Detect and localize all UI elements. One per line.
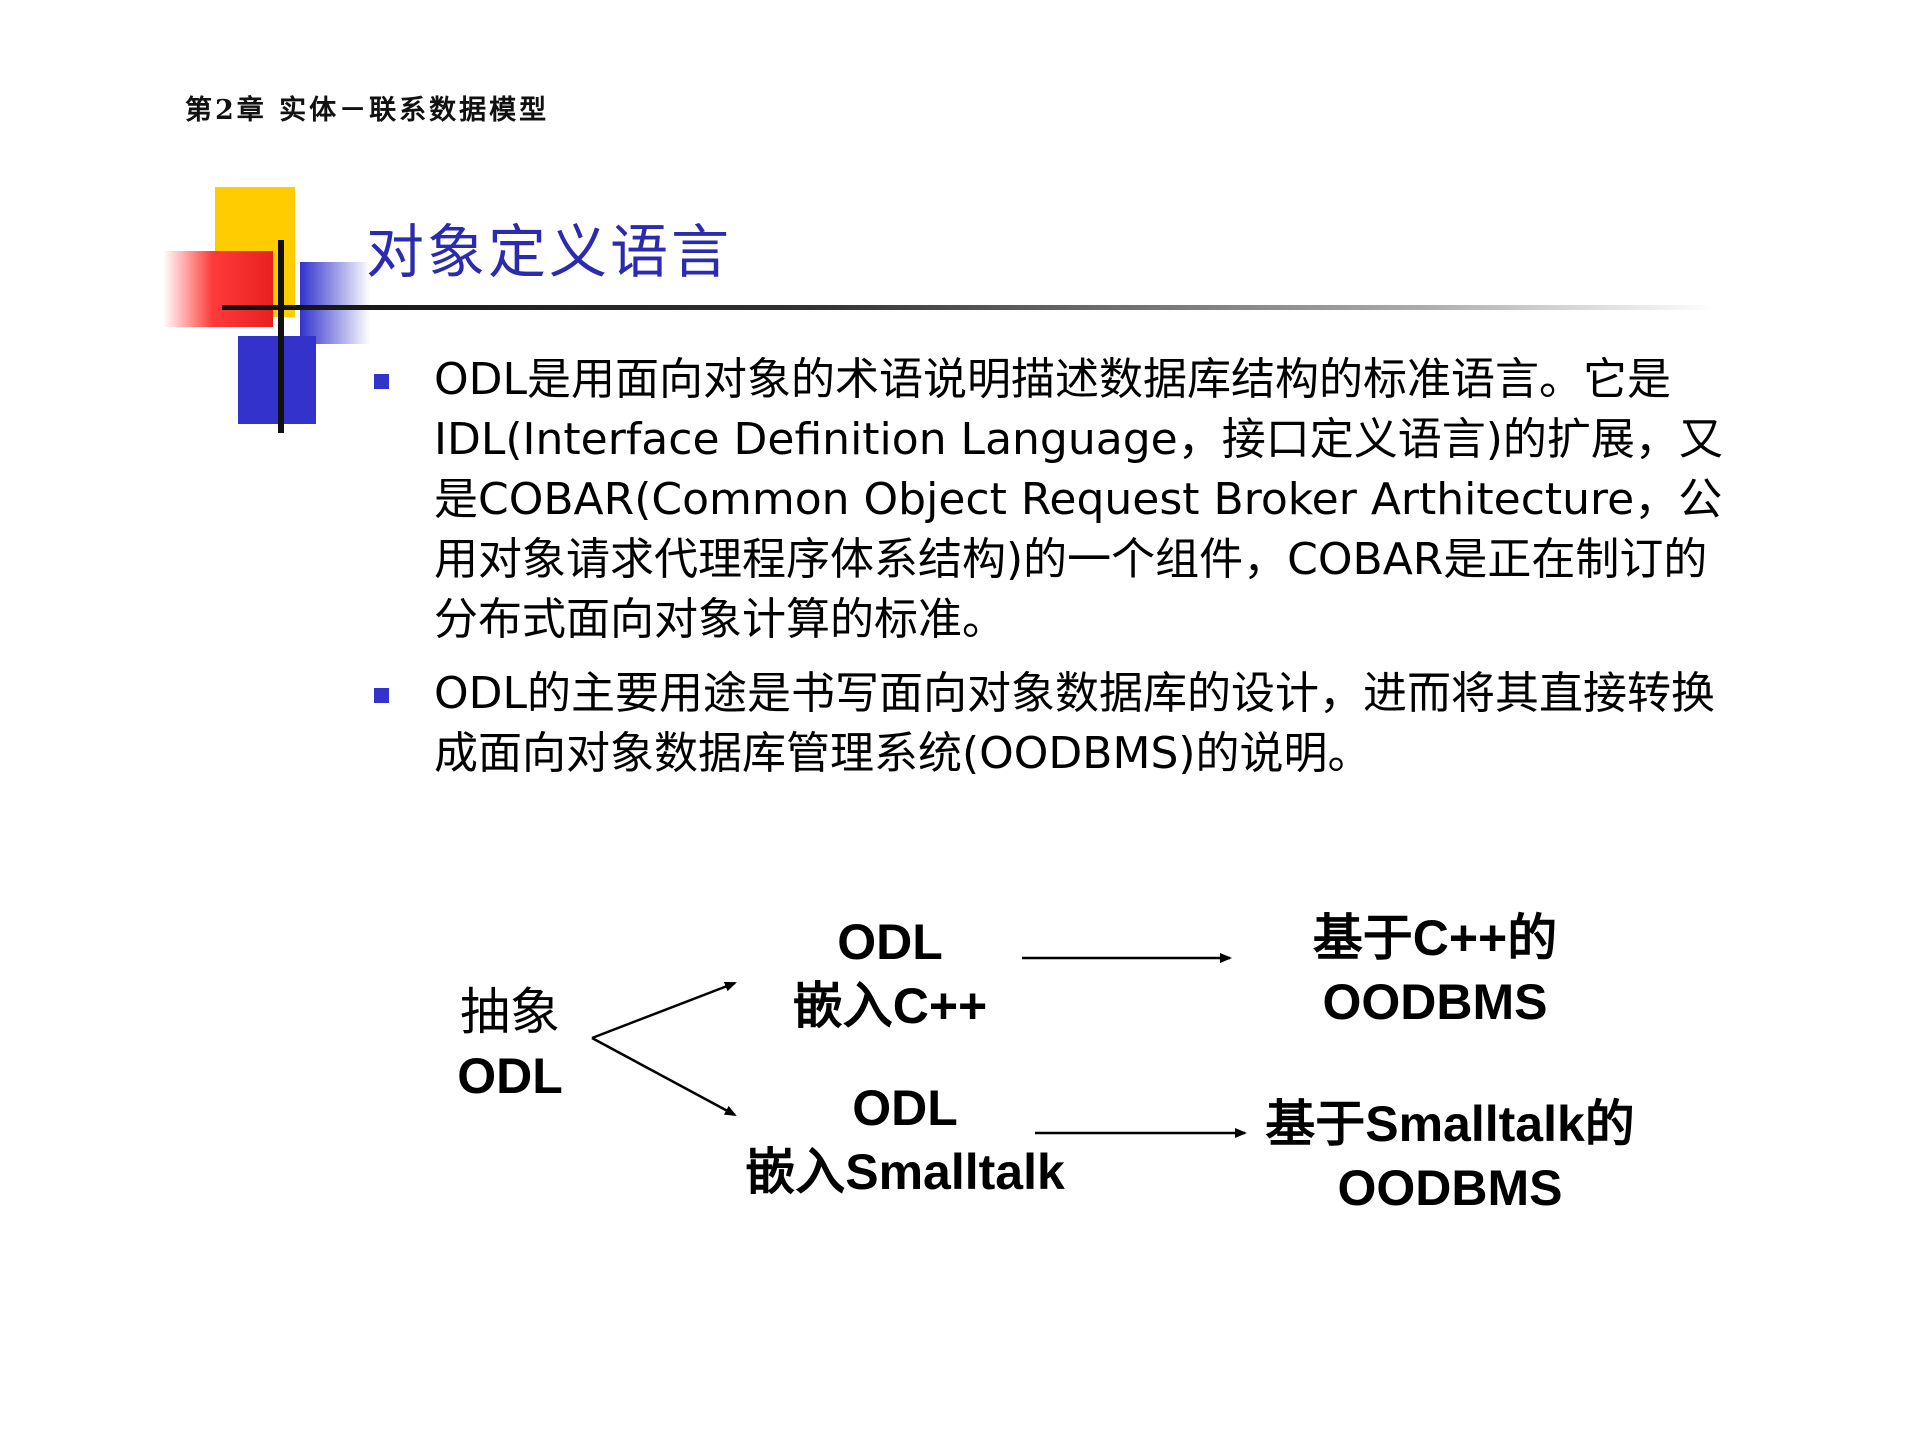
diagram-source-line2: ODL — [457, 1048, 563, 1104]
bullet-item: ODL是用面向对象的术语说明描述数据库结构的标准语言。它是IDL(Interfa… — [370, 350, 1750, 650]
diagram-smalltalk-branch-line2: 嵌入Smalltalk — [745, 1144, 1065, 1200]
chapter-header: 第2章 实体－联系数据模型 — [185, 95, 550, 126]
diagram-smalltalk-branch-label: ODL 嵌入Smalltalk — [720, 1076, 1090, 1204]
bullet-list: ODL是用面向对象的术语说明描述数据库结构的标准语言。它是IDL(Interfa… — [370, 350, 1750, 798]
logo-blue-fade-block — [300, 262, 370, 344]
diagram-smalltalk-target-line1: 基于Smalltalk的 — [1265, 1096, 1635, 1152]
diagram-cpp-branch-line1: ODL — [837, 914, 943, 970]
diagram-cpp-target-line2: OODBMS — [1322, 974, 1548, 1030]
bullet-item: ODL的主要用途是书写面向对象数据库的设计，进而将其直接转换成面向对象数据库管理… — [370, 664, 1750, 784]
slide-title: 对象定义语言 — [366, 218, 733, 286]
diagram-cpp-target-line1: 基于C++的 — [1312, 910, 1558, 966]
bullet-square-icon — [374, 688, 389, 703]
diagram-cpp-target-label: 基于C++的 OODBMS — [1270, 906, 1600, 1034]
bullet-text: ODL是用面向对象的术语说明描述数据库结构的标准语言。它是IDL(Interfa… — [434, 354, 1723, 645]
bullet-text: ODL的主要用途是书写面向对象数据库的设计，进而将其直接转换成面向对象数据库管理… — [434, 668, 1716, 779]
diagram-smalltalk-branch-line1: ODL — [852, 1080, 958, 1136]
logo-red-block — [163, 251, 273, 327]
title-underline — [222, 305, 1715, 310]
logo-blue-block — [238, 336, 316, 424]
diagram-source-line1: 抽象 — [460, 983, 560, 1041]
bullet-square-icon — [374, 374, 389, 389]
logo-vertical-line — [278, 240, 284, 433]
diagram-source-label: 抽象 ODL — [420, 980, 600, 1108]
arrow-to-cpp-branch — [591, 981, 737, 1040]
arrow-to-smalltalk-branch — [591, 1036, 737, 1117]
diagram-cpp-branch-line2: 嵌入C++ — [792, 978, 988, 1034]
diagram-cpp-branch-label: ODL 嵌入C++ — [750, 910, 1030, 1038]
diagram-smalltalk-target-label: 基于Smalltalk的 OODBMS — [1240, 1092, 1660, 1220]
diagram-smalltalk-target-line2: OODBMS — [1337, 1160, 1563, 1216]
